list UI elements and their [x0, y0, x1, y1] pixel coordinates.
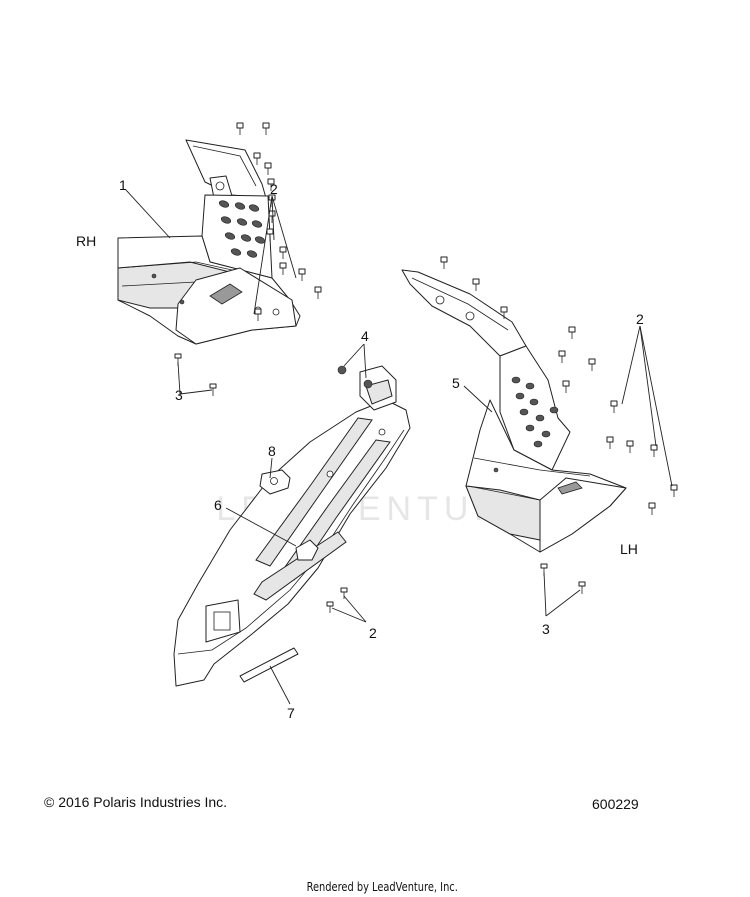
callout-8: 8 — [268, 443, 276, 459]
callout-4: 4 — [361, 328, 369, 344]
panel-screws — [326, 587, 348, 613]
callout-1: 1 — [119, 177, 127, 193]
callout-6: 6 — [214, 497, 222, 513]
lh-label: LH — [620, 541, 638, 557]
floor-panel-part — [173, 365, 411, 687]
lh-footrest-part — [401, 269, 627, 553]
rod-part — [239, 647, 299, 683]
clips-part — [337, 365, 373, 389]
lh-bolts — [440, 256, 678, 515]
rh-screws — [174, 353, 217, 396]
callout-2-rh: 2 — [270, 181, 278, 197]
diagram-number: 600229 — [592, 796, 639, 812]
copyright-text: © 2016 Polaris Industries Inc. — [44, 794, 228, 810]
lh-vent-holes — [511, 376, 559, 448]
rh-bolts — [236, 122, 322, 321]
callout-7: 7 — [287, 705, 295, 721]
callout-2-lh: 2 — [636, 311, 644, 327]
callout-3-lh: 3 — [542, 621, 550, 637]
lh-screws — [540, 563, 586, 594]
leader-lines — [125, 189, 673, 705]
callout-3-rh: 3 — [175, 387, 183, 403]
rh-footrest-part — [117, 139, 301, 345]
callout-5: 5 — [452, 375, 460, 391]
rendered-by-text: Rendered by LeadVenture, Inc. — [306, 880, 458, 894]
callout-2-panel: 2 — [369, 625, 377, 641]
bracket-part — [259, 469, 319, 561]
rh-label: RH — [76, 233, 97, 249]
rh-vent-holes — [218, 200, 266, 258]
